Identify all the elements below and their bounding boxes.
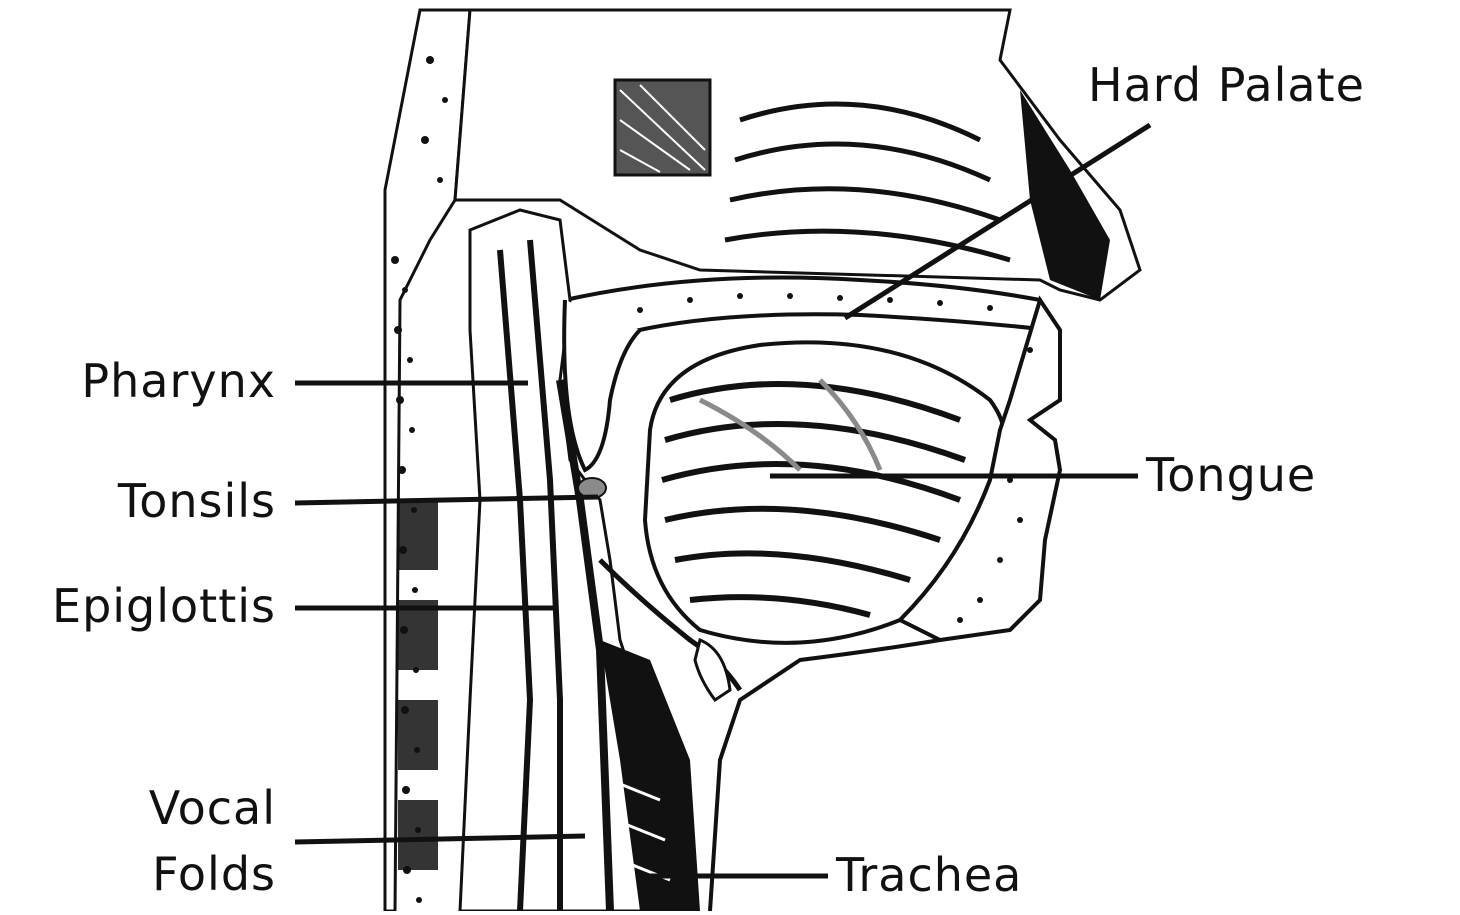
label-tonsils: Tonsils (36, 478, 276, 524)
label-vocal-folds-line1: Vocal (96, 775, 276, 841)
label-epiglottis: Epiglottis (6, 583, 276, 629)
label-vocal-folds: Vocal Folds (96, 775, 276, 907)
label-hard-palate: Hard Palate (1088, 62, 1365, 108)
label-tongue: Tongue (1146, 452, 1316, 498)
label-vocal-folds-line2: Folds (96, 841, 276, 907)
label-trachea: Trachea (836, 852, 1022, 898)
label-pharynx: Pharynx (36, 358, 276, 404)
